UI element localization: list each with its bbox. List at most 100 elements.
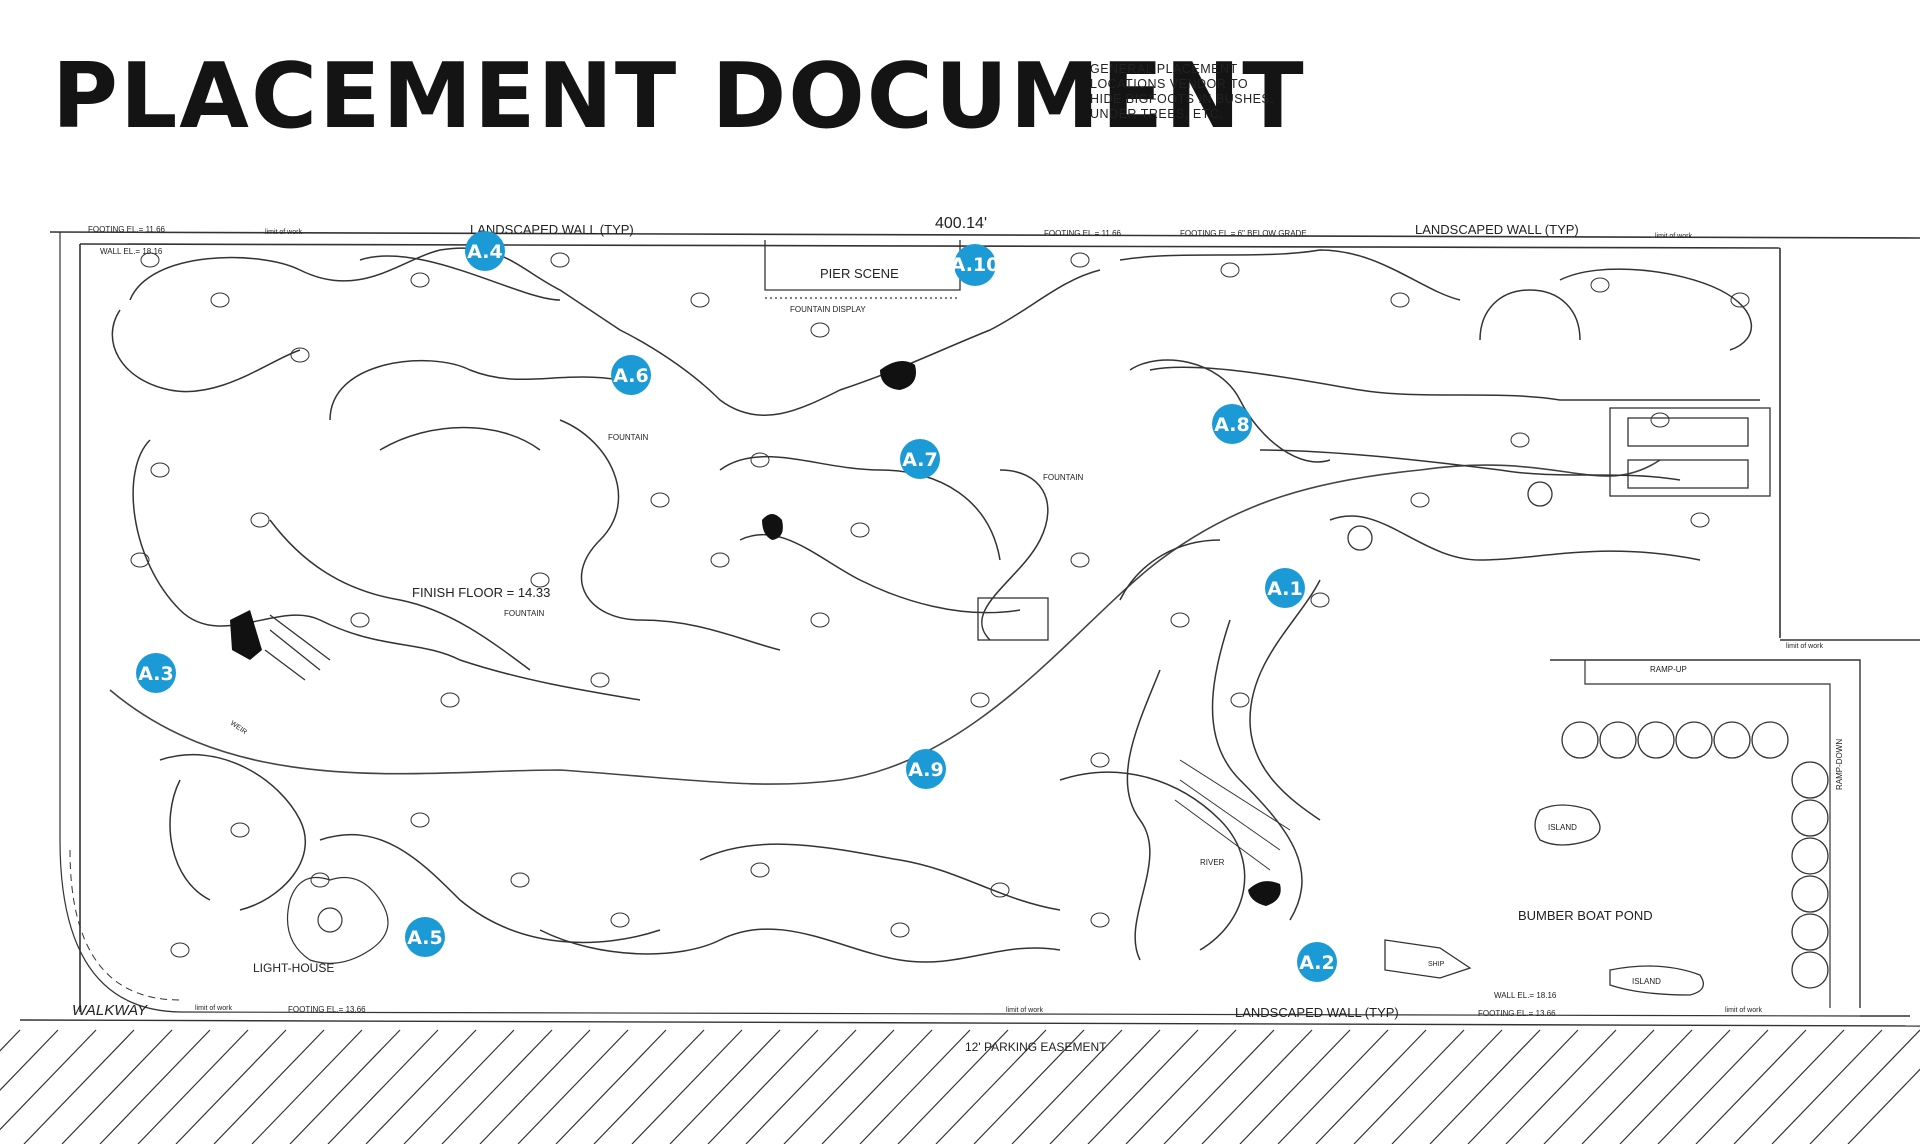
plan-ramp-up: RAMP-UP: [1650, 665, 1687, 674]
page-title: PLACEMENT DOCUMENT: [52, 44, 1306, 149]
hatch-line: [707, 1029, 819, 1144]
hatch-line: [403, 1029, 515, 1144]
plan-bumber-boat-pond: BUMBER BOAT POND: [1518, 908, 1653, 923]
marker-a2[interactable]: A.2: [1297, 942, 1337, 982]
hatch-line: [745, 1029, 857, 1144]
plan-limit-of-work-3: limit of work: [195, 1005, 232, 1012]
hole-label-circle: [140, 252, 160, 268]
pond-boats: [1384, 721, 1829, 996]
hatch-line: [61, 1029, 173, 1144]
hole-label-circle: [1650, 412, 1670, 428]
hatch-line: [669, 1029, 781, 1144]
hole-label-circle: [350, 612, 370, 628]
hole-label-circle: [1390, 292, 1410, 308]
hatch-line: [327, 1029, 439, 1144]
golf-hole: [1211, 619, 1303, 921]
hole-label-circle: [750, 452, 770, 468]
note-line-2: LOCATIONS VENDOR TO: [1090, 77, 1249, 91]
hatch-line: [99, 1029, 211, 1144]
golf-hole: [1479, 289, 1581, 341]
hole-label-circle: [810, 322, 830, 338]
plan-limit-of-work-5: limit of work: [1725, 1007, 1762, 1014]
hatch-line: [1163, 1029, 1275, 1144]
golf-hole: [359, 255, 561, 301]
golf-holes: [111, 247, 1760, 963]
hole-label-circle: [1590, 277, 1610, 293]
hatch-line: [1581, 1029, 1693, 1144]
hole-label-circle: [410, 272, 430, 288]
plan-light-house: LIGHT-HOUSE: [253, 961, 334, 975]
note-line-4: UNDER TREES, ETC.: [1090, 107, 1224, 121]
marker-a8[interactable]: A.8: [1212, 404, 1252, 444]
hole-label-circle: [170, 942, 190, 958]
marker-a9[interactable]: A.9: [906, 749, 946, 789]
hole-label-circle: [440, 692, 460, 708]
golf-hole: [1119, 539, 1221, 601]
placement-note: GENERAL PLACEMENT LOCATIONS VENDOR TO HI…: [1090, 62, 1290, 122]
hatch-line: [1239, 1029, 1351, 1144]
golf-hole: [699, 843, 1061, 911]
marker-a7[interactable]: A.7: [900, 439, 940, 479]
marker-a6[interactable]: A.6: [611, 355, 651, 395]
hatch-line: [1391, 1029, 1503, 1144]
marker-a7-circle: [900, 439, 940, 479]
pond-structure: [264, 407, 1771, 871]
hatch-line: [859, 1029, 971, 1144]
plan-dimension: 400.14': [935, 215, 987, 232]
plan-wall-label-top-right: LANDSCAPED WALL (TYP): [1415, 222, 1579, 237]
hatch-line: [365, 1029, 477, 1144]
plan-limit-of-work-1: limit of work: [265, 229, 302, 236]
parking-hatch: [0, 1028, 1920, 1144]
hole-label-circle: [1090, 912, 1110, 928]
hole-label-circle: [150, 462, 170, 478]
hole-label-circle: [590, 672, 610, 688]
hatch-line: [631, 1029, 743, 1144]
golf-hole: [1559, 268, 1753, 351]
hatch-line: [517, 1029, 629, 1144]
hatch-line: [783, 1029, 895, 1144]
hole-label-circle: [510, 872, 530, 888]
hole-label-circle: [230, 822, 250, 838]
plan-fountain-2: FOUNTAIN: [1043, 473, 1084, 482]
hatch-line: [23, 1029, 135, 1144]
hatch-line: [175, 1029, 287, 1144]
golf-hole: [559, 419, 781, 651]
plan-fountain-display: FOUNTAIN DISPLAY: [790, 305, 866, 314]
golf-hole: [1259, 449, 1681, 481]
hatch-line: [1087, 1029, 1199, 1144]
hole-label-circle: [890, 922, 910, 938]
plan-footing-top-left: FOOTING EL.= 11.66: [88, 225, 166, 234]
hole-label-circle: [290, 347, 310, 363]
golf-hole: [159, 754, 307, 911]
plan-limit-of-work-6: limit of work: [1786, 643, 1823, 650]
marker-a5[interactable]: A.5: [405, 917, 445, 957]
hole-label-circle: [1090, 752, 1110, 768]
marker-a4-label: A.4: [467, 241, 503, 263]
marker-a10[interactable]: A.10: [951, 244, 1000, 286]
plan-ship: SHIP: [1428, 961, 1445, 968]
marker-a6-circle: [611, 355, 651, 395]
rock-blobs: [230, 361, 1281, 906]
plan-labels: 400.14' LANDSCAPED WALL (TYP) LANDSCAPED…: [72, 215, 1844, 1054]
hole-label-circle: [1220, 262, 1240, 278]
note-line-3: HIDE BIGFOOTS IN BUSHES,: [1090, 92, 1275, 106]
hole-label-circle: [750, 862, 770, 878]
golf-hole: [1059, 771, 1246, 951]
hole-label-circle: [1310, 592, 1330, 608]
plan-wall-label-top-left: LANDSCAPED WALL (TYP): [470, 222, 634, 237]
plan-ramp-down: RAMP-DOWN: [1835, 739, 1844, 790]
marker-a3-label: A.3: [138, 663, 174, 685]
marker-a1[interactable]: A.1: [1265, 568, 1305, 608]
marker-a3[interactable]: A.3: [136, 653, 176, 693]
note-line-1: GENERAL PLACEMENT: [1090, 62, 1238, 76]
golf-hole: [981, 469, 1049, 641]
plan-pier-scene: PIER SCENE: [820, 266, 899, 281]
marker-a1-label: A.1: [1267, 578, 1303, 600]
hole-label-circle: [1730, 292, 1750, 308]
marker-a4[interactable]: A.4: [465, 231, 505, 271]
hatch-line: [897, 1029, 1009, 1144]
marker-a6-label: A.6: [613, 365, 649, 387]
golf-hole: [1249, 579, 1321, 821]
hatch-line: [973, 1029, 1085, 1144]
plan-limit-of-work-4: limit of work: [1006, 1007, 1043, 1014]
